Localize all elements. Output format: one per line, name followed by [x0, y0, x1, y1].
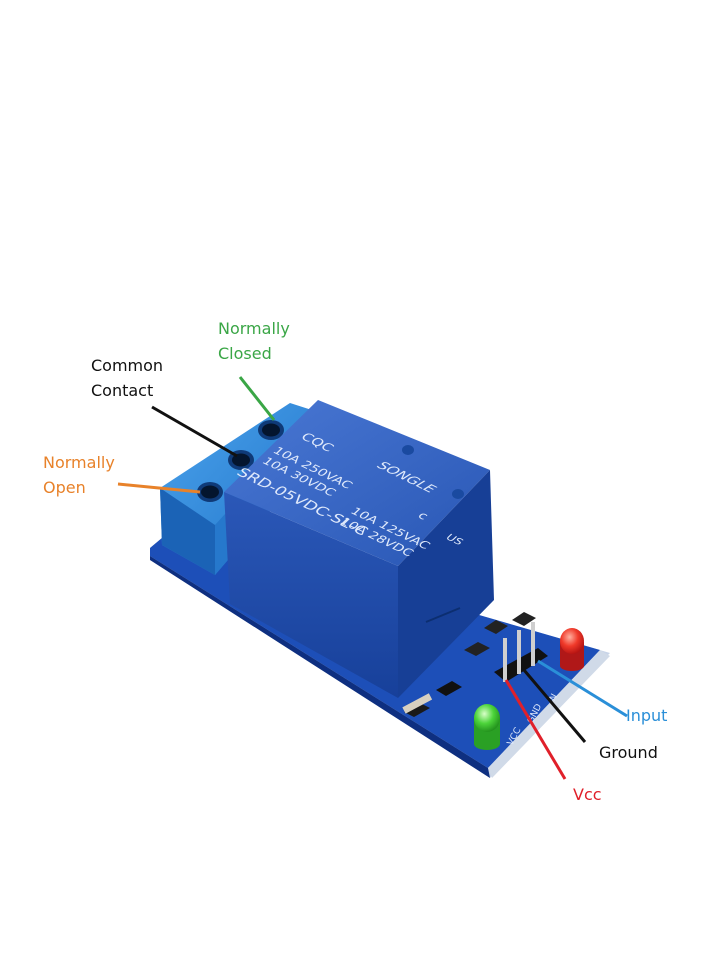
header-pins: [494, 622, 548, 682]
screw-no: [197, 482, 223, 502]
callout-line-normally-open: [117, 482, 201, 494]
callout-line-ground: [522, 669, 587, 743]
label-normally-open: Normally Open: [43, 453, 115, 497]
callout-line-common-contact: [151, 405, 238, 458]
screw-nc: [258, 420, 284, 440]
label-common-contact: Common Contact: [91, 356, 164, 400]
label-vcc: Vcc: [573, 785, 602, 804]
callout-line-vcc: [504, 679, 567, 780]
callout-line-input: [537, 659, 628, 718]
smd-components: [402, 607, 536, 717]
red-led: [560, 628, 584, 671]
callout-line-normally-closed: [238, 376, 276, 421]
label-input: Input: [626, 706, 668, 725]
green-led: [474, 704, 500, 750]
relay-body: CQC SONGLE c US 10A 250VAC 10A 30VDC 10A…: [224, 400, 494, 698]
label-normally-closed: Normally Closed: [218, 319, 290, 363]
label-ground: Ground: [599, 743, 658, 762]
